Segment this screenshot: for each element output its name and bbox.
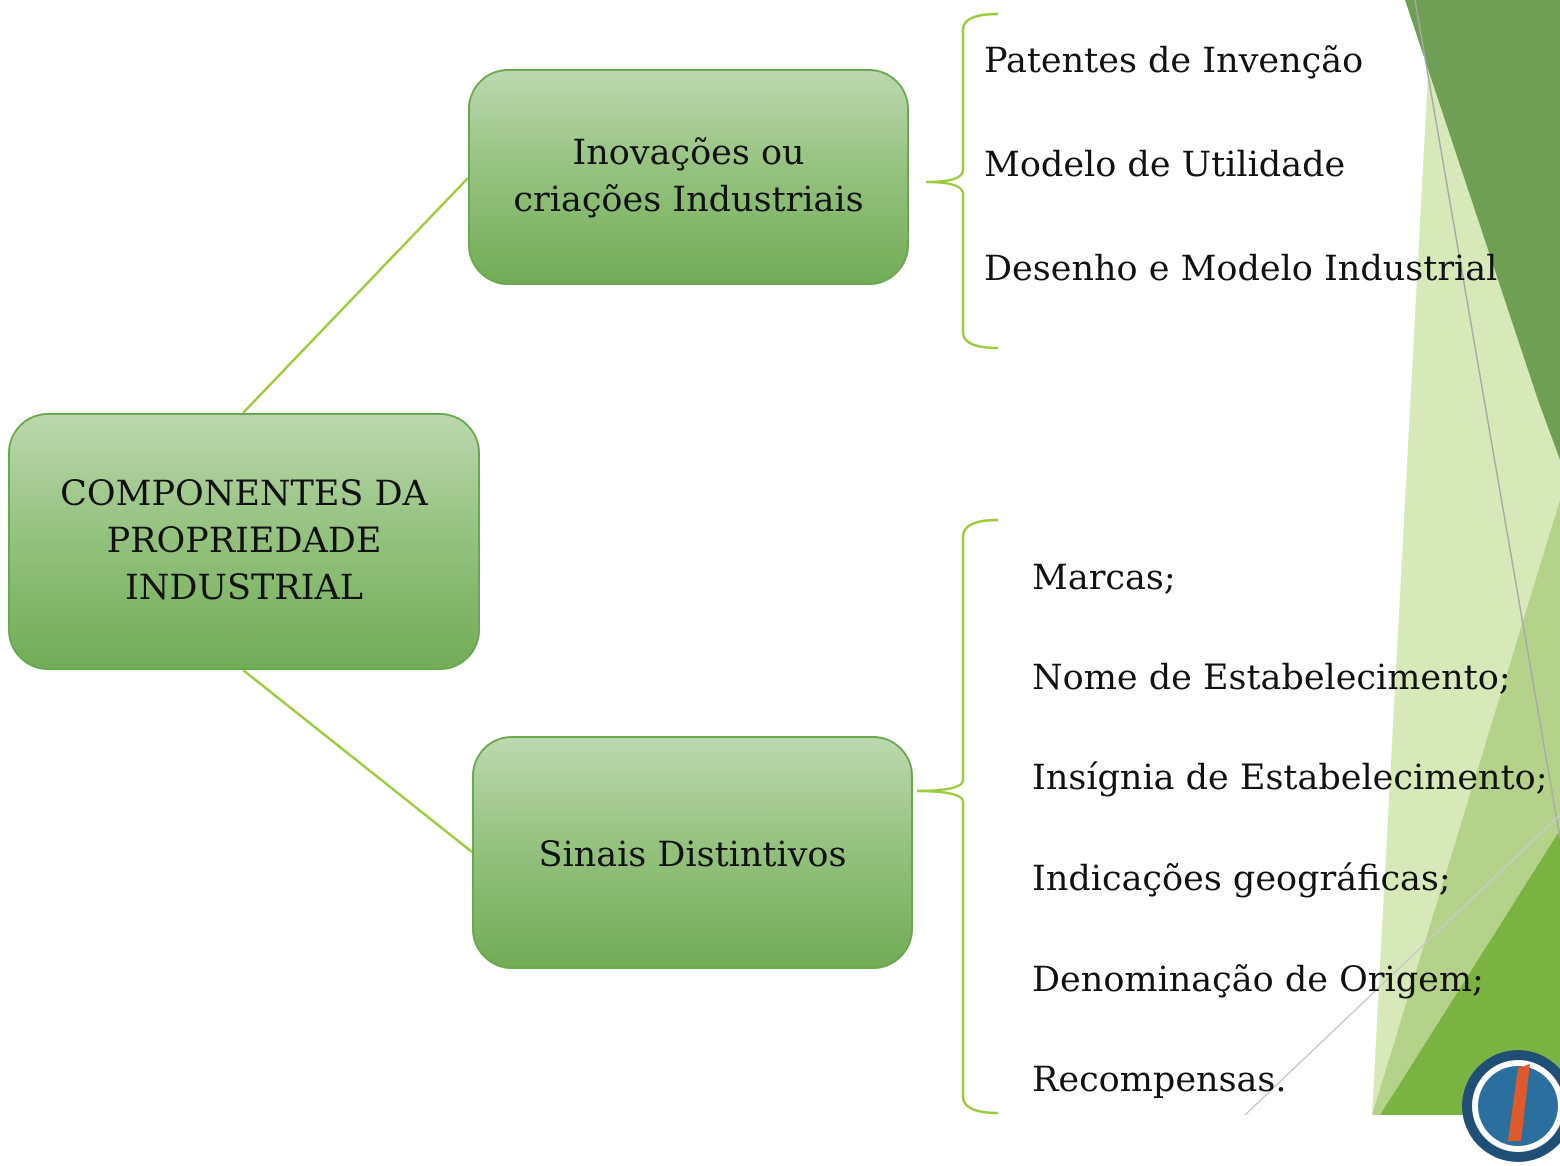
list-item-patentes: Patentes de Invenção (984, 41, 1364, 81)
branch-node-inovacoes: Inovações ou criações Industriais (468, 69, 909, 285)
inovacoes-line-2: criações Industriais (513, 180, 864, 220)
list-item-denominacao: Denominação de Origem; (1032, 960, 1484, 1000)
root-line-2: PROPRIEDADE (106, 521, 382, 562)
sinais-line-1: Sinais Distintivos (538, 835, 847, 875)
branch-node-inovacoes-text: Inovações ou criações Industriais (513, 130, 863, 224)
circular-logo-icon (1462, 1050, 1560, 1162)
theme-decoration (242, 0, 1560, 1115)
list-item-modelo-utilidade: Modelo de Utilidade (984, 145, 1346, 185)
list-item-desenho-modelo: Desenho e Modelo Industrial (984, 249, 1498, 289)
brace-sinais (916, 518, 999, 1115)
list-item-insignia: Insígnia de Estabelecimento; (1032, 758, 1548, 798)
root-line-3: INDUSTRIAL (124, 567, 363, 608)
root-node-text: COMPONENTES DA PROPRIEDADE INDUSTRIAL (60, 471, 428, 612)
decor-dark-green-shape (1405, 0, 1560, 460)
list-item-marcas: Marcas; (1032, 558, 1176, 598)
decor-bright-green-corner (1380, 830, 1560, 1115)
root-node: COMPONENTES DA PROPRIEDADE INDUSTRIAL (8, 413, 480, 670)
list-item-recompensas: Recompensas. (1032, 1060, 1287, 1100)
brace-inovacoes (925, 12, 999, 350)
list-item-nome-estabelecimento: Nome de Estabelecimento; (1032, 658, 1511, 698)
inovacoes-line-1: Inovações ou (572, 133, 805, 174)
connector-root-to-inovacoes (242, 177, 469, 414)
connector-root-to-sinais (242, 669, 473, 853)
branch-node-sinais: Sinais Distintivos (472, 736, 913, 969)
decor-thin-line-1 (1414, 0, 1560, 839)
root-line-1: COMPONENTES DA (60, 474, 428, 515)
decor-thin-line-2 (1244, 814, 1560, 1115)
list-item-indicacoes: Indicações geográficas; (1032, 859, 1451, 899)
